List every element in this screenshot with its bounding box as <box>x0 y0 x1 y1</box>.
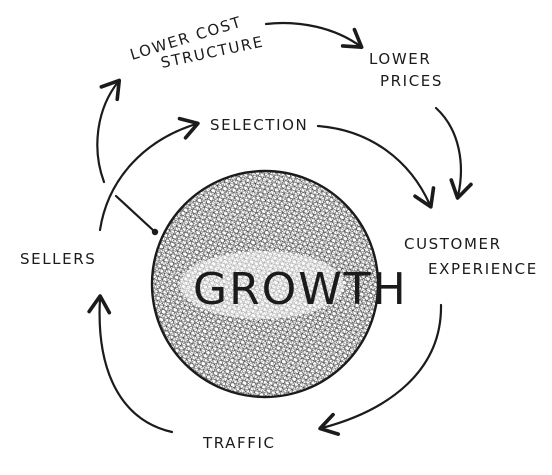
connector-sellers-to-circle <box>114 194 156 233</box>
traffic-label: TRAFFIC <box>202 434 276 452</box>
growth-label: GROWTH <box>193 264 408 315</box>
arrow-traffic-to-sellers <box>87 294 174 434</box>
arrow-lower-cost-to-lower-prices <box>264 21 364 49</box>
lower-prices-label-line1: LOWER <box>369 50 431 68</box>
growth-circle <box>150 169 380 399</box>
connector-dot <box>151 228 159 236</box>
arrow-lower-prices-to-customer <box>434 106 473 200</box>
selection-label: SELECTION <box>210 116 308 134</box>
arrow-customer-to-traffic <box>318 303 443 436</box>
lower-prices-label-line2: PRICES <box>380 72 443 90</box>
sellers-label: SELLERS <box>20 250 96 268</box>
arrow-sellers-to-lower-cost <box>96 78 122 184</box>
arrow-selection-to-customer <box>316 124 436 209</box>
customer-label-line1: CUSTOMER <box>404 235 502 253</box>
customer-label-line2: EXPERIENCE <box>428 260 538 278</box>
arrow-sellers-to-selection <box>98 116 200 232</box>
